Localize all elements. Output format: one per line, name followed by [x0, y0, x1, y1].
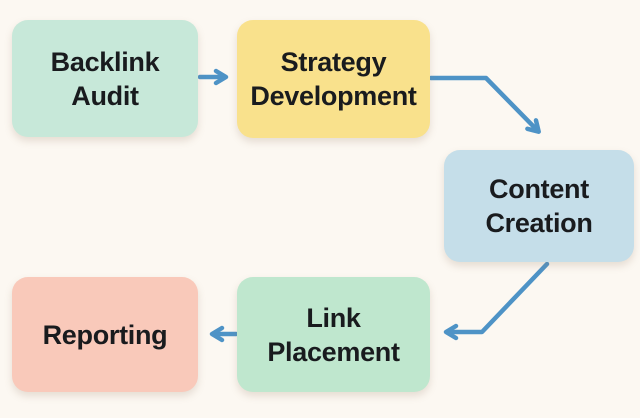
node-label: Strategy Development	[250, 45, 417, 113]
arrow-strategy-to-content	[428, 75, 541, 134]
node-label-line: Backlink	[50, 46, 160, 77]
node-strategy-development: Strategy Development	[237, 20, 430, 138]
node-reporting: Reporting	[12, 277, 198, 392]
node-label-line: Audit	[71, 80, 139, 111]
node-label: Backlink Audit	[51, 45, 160, 113]
node-backlink-audit: Backlink Audit	[12, 20, 198, 137]
node-label-line: Strategy	[280, 47, 387, 77]
node-label: Content Creation	[485, 172, 592, 240]
arrow-content-to-placement	[443, 261, 550, 341]
node-content-creation: Content Creation	[444, 150, 634, 262]
node-label-line: Placement	[267, 336, 400, 367]
node-label-line: Content	[489, 174, 589, 204]
node-label: Reporting	[43, 318, 168, 352]
node-label-line: Link	[306, 302, 361, 333]
node-label-line: Reporting	[42, 319, 168, 350]
node-link-placement: Link Placement	[237, 277, 430, 392]
node-label-line: Creation	[485, 208, 593, 238]
node-label: Link Placement	[267, 301, 400, 369]
node-label-line: Development	[250, 81, 417, 111]
